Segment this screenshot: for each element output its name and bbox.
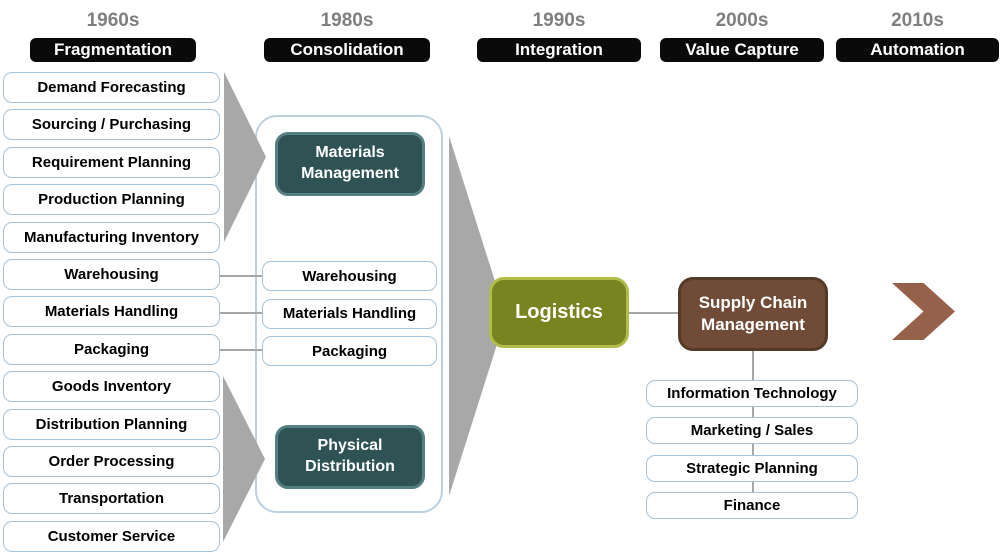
- function-box: Marketing / Sales: [646, 417, 858, 445]
- connector-materials-handling: [219, 312, 263, 314]
- value-capture-list: Information Technology Marketing / Sales…: [646, 380, 858, 519]
- process-box: Customer Service: [3, 520, 220, 552]
- process-box: Production Planning: [3, 184, 220, 216]
- process-box: Warehousing: [3, 259, 220, 291]
- function-box: Finance: [646, 491, 858, 519]
- era-year-1960s: 1960s: [86, 10, 140, 31]
- era-label-consolidation: Consolidation: [264, 38, 430, 62]
- era-label-automation: Automation: [836, 38, 999, 62]
- process-box: Goods Inventory: [3, 371, 220, 403]
- era-year-2010s: 2010s: [891, 10, 944, 31]
- era-label-value-capture: Value Capture: [660, 38, 824, 62]
- fragmentation-list: Demand Forecasting Sourcing / Purchasing…: [3, 72, 220, 552]
- era-year-2000s: 2000s: [715, 10, 769, 31]
- process-box: Distribution Planning: [3, 408, 220, 440]
- physical-distribution-box: Physical Distribution: [275, 425, 425, 489]
- supply-chain-management-box: Supply Chain Management: [678, 277, 828, 351]
- era-label-integration: Integration: [477, 38, 641, 62]
- era-year-1980s: 1980s: [320, 10, 374, 31]
- era-year-1990s: 1990s: [532, 10, 586, 31]
- process-box: Sourcing / Purchasing: [3, 109, 220, 141]
- process-box: Order Processing: [3, 446, 220, 478]
- process-box: Packaging: [3, 333, 220, 365]
- process-box: Transportation: [3, 483, 220, 515]
- era-label-fragmentation: Fragmentation: [30, 38, 196, 62]
- connector-packaging: [219, 349, 263, 351]
- forward-chevron-icon: [892, 283, 955, 340]
- process-box: Warehousing: [262, 261, 437, 291]
- connector-logistics-scm: [628, 312, 678, 314]
- process-box: Materials Handling: [3, 296, 220, 328]
- process-box: Materials Handling: [262, 298, 437, 329]
- process-box: Manufacturing Inventory: [3, 221, 220, 253]
- logistics-box: Logistics: [489, 277, 629, 348]
- process-box: Packaging: [262, 336, 437, 366]
- function-box: Strategic Planning: [646, 454, 858, 482]
- process-box: Requirement Planning: [3, 146, 220, 178]
- function-box: Information Technology: [646, 380, 858, 407]
- connector-warehousing: [219, 275, 263, 277]
- materials-management-box: Materials Management: [275, 132, 425, 196]
- consolidation-list: Warehousing Materials Handling Packaging: [262, 261, 437, 366]
- process-box: Demand Forecasting: [3, 72, 220, 103]
